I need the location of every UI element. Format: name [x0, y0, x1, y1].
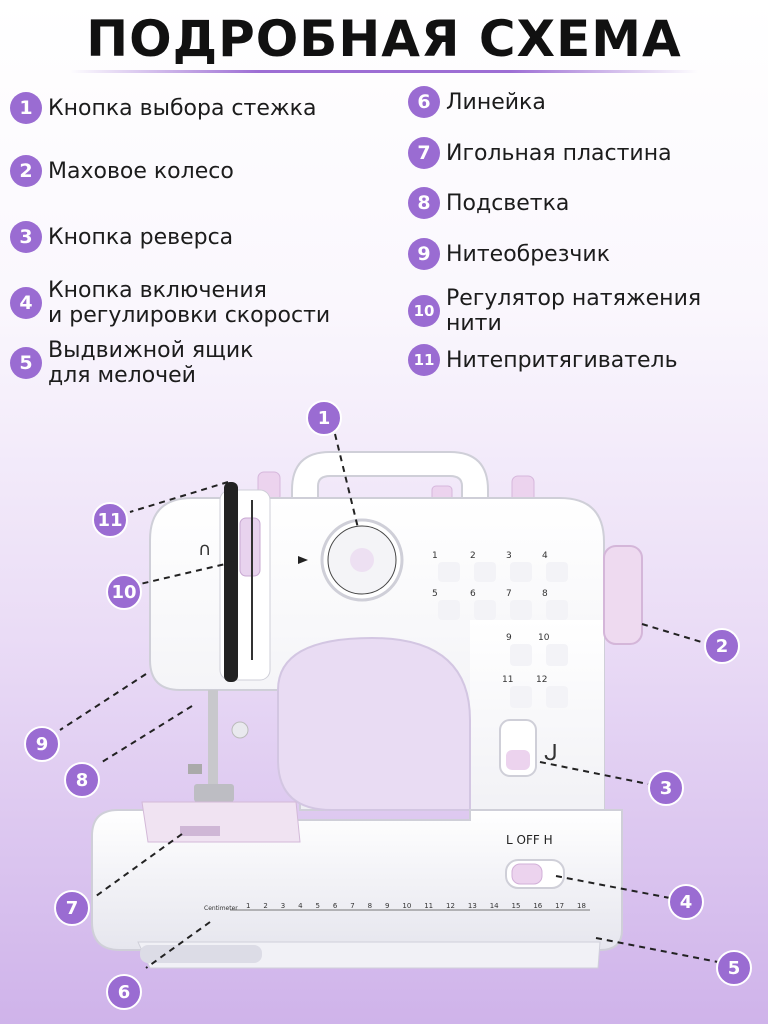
stitch-number: 9	[506, 633, 512, 643]
ruler-tick: 2	[263, 902, 267, 910]
needle-plate	[142, 802, 300, 842]
callout-1: 1	[306, 400, 342, 436]
ruler-tick: 13	[468, 902, 477, 910]
ruler-tick: 7	[350, 902, 354, 910]
legend-item-7: 7 Игольная пластина	[408, 137, 672, 169]
stitch-number: 4	[542, 551, 548, 561]
callout-2: 2	[704, 628, 740, 664]
ruler-tick: 8	[368, 902, 372, 910]
presser-foot	[194, 784, 234, 802]
legend-badge: 3	[10, 221, 42, 253]
ruler-tick: 6	[333, 902, 337, 910]
needle-bar	[208, 690, 218, 790]
legend-label: Кнопка включения и регулировки скорости	[48, 278, 330, 328]
legend-badge: 11	[408, 344, 440, 376]
callout-3: 3	[648, 770, 684, 806]
stitch-number: 6	[470, 589, 476, 599]
legend-badge: 10	[408, 295, 440, 327]
legend-badge: 4	[10, 287, 42, 319]
reverse-glyph: ᒍ	[544, 741, 558, 766]
stitch-number: 12	[536, 675, 547, 685]
legend-label: Выдвижной ящик для мелочей	[48, 338, 253, 388]
sewing-machine-illustration: ∩ 1 2 3 4 5 6 7 8 9 10 11 12 ᒍ L OFF H	[0, 390, 768, 1024]
ruler-tick: 1	[246, 902, 250, 910]
ruler-tick: 11	[424, 902, 433, 910]
callout-5: 5	[716, 950, 752, 986]
legend-item-6: 6 Линейка	[408, 86, 546, 118]
ruler-tick: 4	[298, 902, 302, 910]
callout-11: 11	[92, 502, 128, 538]
ruler-tick: 10	[402, 902, 411, 910]
stitch-number: 1	[432, 551, 438, 561]
stitch-number: 3	[506, 551, 512, 561]
title-underline	[70, 70, 698, 73]
legend-label: Регулятор натяжения нити	[446, 286, 701, 336]
legend-item-4: 4 Кнопка включения и регулировки скорост…	[10, 278, 330, 328]
stitch-number: 8	[542, 589, 548, 599]
ruler-tick: 17	[555, 902, 564, 910]
legend-badge: 6	[408, 86, 440, 118]
legend-label: Подсветка	[446, 191, 569, 216]
callout-9: 9	[24, 726, 60, 762]
stitch-number: 10	[538, 633, 550, 643]
legend-item-3: 3 Кнопка реверса	[10, 221, 233, 253]
legend-item-2: 2 Маховое колесо	[10, 155, 234, 187]
legend-badge: 5	[10, 347, 42, 379]
legend-label: Линейка	[446, 90, 546, 115]
legend-label: Нитепритягиватель	[446, 348, 678, 373]
ruler-tick: 14	[490, 902, 499, 910]
legend-item-5: 5 Выдвижной ящик для мелочей	[10, 338, 253, 388]
stitch-number: 2	[470, 551, 476, 561]
legend-item-1: 1 Кнопка выбора стежка	[10, 92, 316, 124]
legend-item-10: 10 Регулятор натяжения нити	[408, 286, 701, 336]
thread-slot	[224, 482, 238, 682]
callout-8: 8	[64, 762, 100, 798]
ruler-tick: 3	[281, 902, 285, 910]
callout-7: 7	[54, 890, 90, 926]
legend-label: Кнопка реверса	[48, 225, 233, 250]
legend-item-11: 11 Нитепритягиватель	[408, 344, 678, 376]
legend-label: Кнопка выбора стежка	[48, 96, 316, 121]
ruler-tick: 5	[316, 902, 320, 910]
legend-item-8: 8 Подсветка	[408, 187, 569, 219]
threading-glyph: ∩	[198, 539, 211, 560]
ruler-tick: 16	[533, 902, 542, 910]
legend-badge: 8	[408, 187, 440, 219]
drawer-handle	[140, 945, 262, 963]
page-title: ПОДРОБНАЯ СХЕМА	[0, 10, 768, 68]
ruler-tick: 18	[577, 902, 586, 910]
legend-badge: 2	[10, 155, 42, 187]
tension-dial	[240, 518, 260, 576]
stitch-number: 11	[502, 675, 513, 685]
stitch-number: 5	[432, 589, 438, 599]
ruler-tick: 12	[446, 902, 455, 910]
handwheel	[604, 546, 642, 644]
stitch-number: 7	[506, 589, 512, 599]
legend-badge: 9	[408, 238, 440, 270]
legend-badge: 7	[408, 137, 440, 169]
ruler-label: Centimeter	[204, 905, 238, 912]
legend-label: Маховое колесо	[48, 159, 234, 184]
ruler-ticks: 1 2 3 4 5 6 7 8 9 10 11 12 13 14 15 16 1…	[246, 902, 586, 910]
ruler-tick: 9	[385, 902, 389, 910]
callout-4: 4	[668, 884, 704, 920]
legend-badge: 1	[10, 92, 42, 124]
switch-label: L OFF H	[506, 833, 553, 847]
callout-10: 10	[106, 574, 142, 610]
ruler-tick: 15	[512, 902, 521, 910]
legend-label: Игольная пластина	[446, 141, 672, 166]
legend-label: Нитеобрезчик	[446, 242, 610, 267]
machine-opening	[278, 638, 470, 810]
legend-item-9: 9 Нитеобрезчик	[408, 238, 610, 270]
callout-6: 6	[106, 974, 142, 1010]
